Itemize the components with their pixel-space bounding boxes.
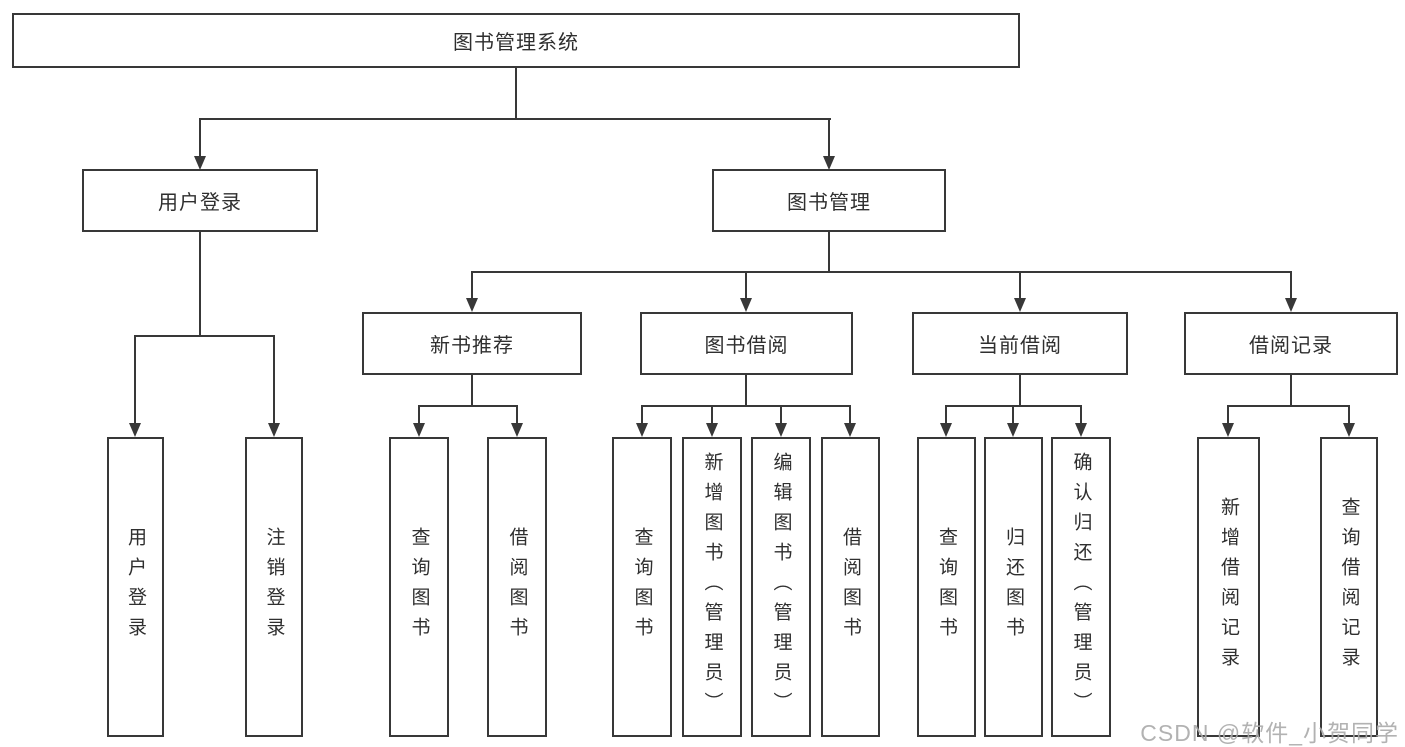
connector-line bbox=[418, 405, 420, 423]
leaf-label: 查询图书 bbox=[936, 527, 957, 647]
leaf-label: 借阅图书 bbox=[840, 527, 861, 647]
arrowhead-down-icon bbox=[636, 423, 648, 437]
leaf-label: 新增图书（管理员） bbox=[701, 452, 723, 722]
arrowhead-down-icon bbox=[1007, 423, 1019, 437]
leaf-label: 查询图书 bbox=[631, 527, 653, 647]
connector-line bbox=[1019, 375, 1021, 406]
connector-line bbox=[641, 405, 643, 423]
connector-line bbox=[273, 335, 275, 423]
arrowhead-down-icon bbox=[1222, 423, 1234, 437]
connector-line bbox=[199, 118, 831, 120]
leaf-query-books-recommend: 查询图书 bbox=[389, 437, 449, 737]
node-label: 借阅记录 bbox=[1249, 335, 1333, 357]
connector-line bbox=[471, 271, 1292, 273]
node-library-management-system: 图书管理系统 bbox=[12, 13, 1020, 68]
arrowhead-down-icon bbox=[775, 423, 787, 437]
arrowhead-down-icon bbox=[823, 156, 835, 170]
connector-line bbox=[1348, 405, 1350, 423]
arrowhead-down-icon bbox=[1014, 298, 1026, 312]
connector-line bbox=[1290, 375, 1292, 406]
connector-line bbox=[1080, 405, 1082, 423]
connector-line bbox=[828, 118, 830, 157]
leaf-edit-book-admin: 编辑图书（管理员） bbox=[751, 437, 811, 737]
arrowhead-down-icon bbox=[413, 423, 425, 437]
connector-line bbox=[471, 271, 473, 299]
node-book-management: 图书管理 bbox=[712, 169, 946, 232]
leaf-add-book-admin: 新增图书（管理员） bbox=[682, 437, 742, 737]
node-label: 当前借阅 bbox=[978, 335, 1062, 357]
leaf-label: 确认归还（管理员） bbox=[1070, 452, 1092, 722]
arrowhead-down-icon bbox=[268, 423, 280, 437]
connector-line bbox=[711, 405, 713, 423]
arrowhead-down-icon bbox=[1075, 423, 1087, 437]
node-new-book-recommend: 新书推荐 bbox=[362, 312, 582, 375]
node-label: 新书推荐 bbox=[430, 335, 514, 357]
connector-line bbox=[745, 271, 747, 299]
connector-line bbox=[1019, 271, 1021, 299]
node-label: 用户登录 bbox=[158, 192, 242, 214]
leaf-label: 借阅图书 bbox=[506, 527, 528, 647]
leaf-return-book: 归还图书 bbox=[984, 437, 1043, 737]
arrowhead-down-icon bbox=[511, 423, 523, 437]
leaf-label: 查询图书 bbox=[408, 527, 430, 647]
connector-line bbox=[471, 375, 473, 406]
leaf-add-borrow-record: 新增借阅记录 bbox=[1197, 437, 1260, 737]
leaf-logout: 注销登录 bbox=[245, 437, 303, 737]
node-book-borrowing: 图书借阅 bbox=[640, 312, 853, 375]
leaf-label: 新增借阅记录 bbox=[1218, 497, 1239, 677]
connector-line bbox=[516, 405, 518, 423]
connector-line bbox=[641, 405, 851, 407]
connector-line bbox=[849, 405, 851, 423]
connector-line bbox=[1290, 271, 1292, 299]
leaf-label: 归还图书 bbox=[1003, 527, 1024, 647]
arrowhead-down-icon bbox=[706, 423, 718, 437]
node-label: 图书管理 bbox=[787, 192, 871, 214]
connector-line bbox=[1227, 405, 1349, 407]
connector-line bbox=[1012, 405, 1014, 423]
connector-line bbox=[945, 405, 947, 423]
connector-line bbox=[780, 405, 782, 423]
arrowhead-down-icon bbox=[844, 423, 856, 437]
connector-line bbox=[515, 68, 517, 119]
node-borrowing-records: 借阅记录 bbox=[1184, 312, 1398, 375]
arrowhead-down-icon bbox=[1285, 298, 1297, 312]
connector-line bbox=[418, 405, 518, 407]
leaf-user-login: 用户登录 bbox=[107, 437, 164, 737]
leaf-label: 用户登录 bbox=[125, 527, 146, 647]
connector-line bbox=[745, 375, 747, 406]
arrowhead-down-icon bbox=[466, 298, 478, 312]
leaf-label: 编辑图书（管理员） bbox=[770, 452, 792, 722]
leaf-confirm-return-admin: 确认归还（管理员） bbox=[1051, 437, 1111, 737]
node-current-borrowing: 当前借阅 bbox=[912, 312, 1128, 375]
connector-line bbox=[134, 335, 275, 337]
connector-line bbox=[1227, 405, 1229, 423]
connector-line bbox=[828, 232, 830, 272]
leaf-borrow-books-recommend: 借阅图书 bbox=[487, 437, 547, 737]
leaf-borrow-books-borrowing: 借阅图书 bbox=[821, 437, 880, 737]
node-label: 图书管理系统 bbox=[453, 32, 579, 54]
leaf-label: 查询借阅记录 bbox=[1338, 497, 1360, 677]
node-user-login: 用户登录 bbox=[82, 169, 318, 232]
connector-line bbox=[134, 335, 136, 423]
arrowhead-down-icon bbox=[740, 298, 752, 312]
leaf-query-borrow-record: 查询借阅记录 bbox=[1320, 437, 1378, 737]
node-label: 图书借阅 bbox=[704, 335, 789, 357]
arrowhead-down-icon bbox=[129, 423, 141, 437]
leaf-label: 注销登录 bbox=[263, 527, 285, 647]
arrowhead-down-icon bbox=[194, 156, 206, 170]
connector-line bbox=[199, 232, 201, 336]
arrowhead-down-icon bbox=[1343, 423, 1355, 437]
leaf-query-books-borrowing: 查询图书 bbox=[612, 437, 672, 737]
arrowhead-down-icon bbox=[940, 423, 952, 437]
csdn-watermark: CSDN @软件_小贺同学 bbox=[1140, 720, 1399, 746]
leaf-query-books-current: 查询图书 bbox=[917, 437, 976, 737]
connector-line bbox=[199, 118, 201, 157]
